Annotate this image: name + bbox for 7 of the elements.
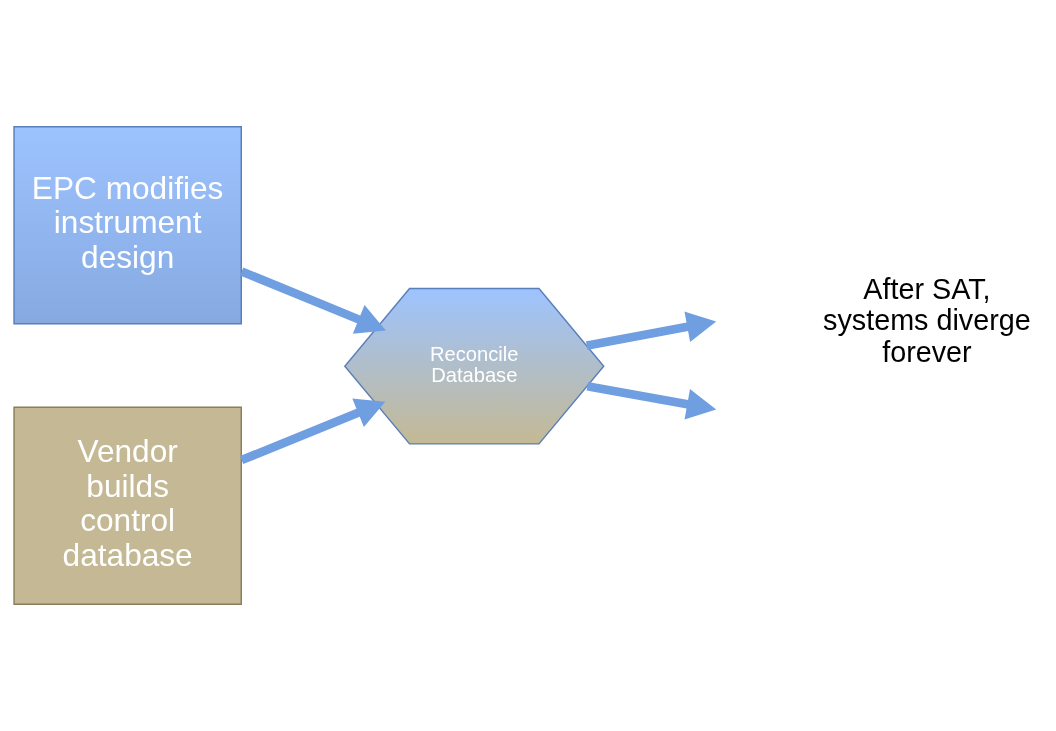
- arrow: [586, 382, 717, 420]
- label: After SAT, systems diverge forever: [823, 272, 1031, 368]
- node-box: EPC modifies instrument design: [13, 126, 242, 325]
- arrow: [240, 398, 386, 465]
- node-box: Vendor builds control database: [13, 406, 242, 605]
- arrow: [240, 267, 386, 334]
- arrow: [585, 311, 717, 350]
